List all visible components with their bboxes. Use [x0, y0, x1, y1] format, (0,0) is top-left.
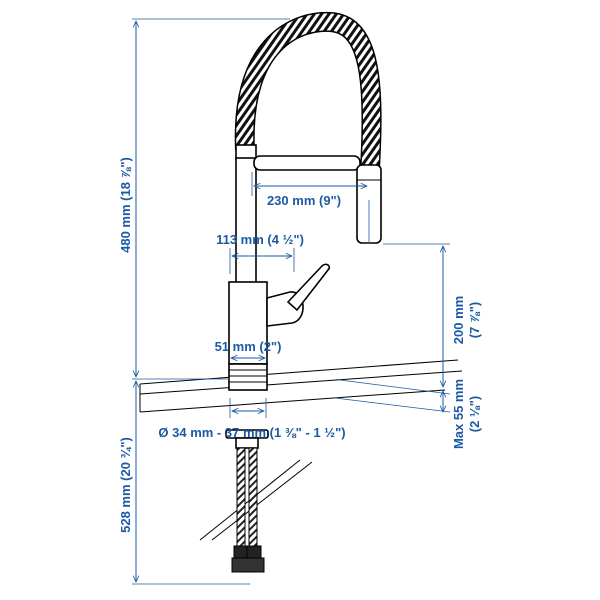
spout-arm [253, 155, 361, 171]
faucet-column [235, 157, 257, 285]
dimension-labels: 480 mm (18 ⅞") 230 mm (9") 113 mm (4 ½")… [118, 157, 482, 533]
spout-clearance-inch-label: (7 ⅞") [467, 302, 482, 339]
hole-diameter-label: Ø 34 mm - 37 mm (1 ⅜" - 1 ½") [158, 425, 345, 440]
hose-length-label: 528 mm (20 ¾") [118, 437, 133, 533]
counter-thickness-inch-label: (2 ⅛") [467, 396, 482, 433]
spout-reach-label: 230 mm (9") [267, 193, 341, 208]
mounting-hardware [225, 429, 269, 573]
faucet-base-body [228, 281, 268, 365]
dimension-lines [132, 18, 451, 585]
handle-lever-icon [286, 263, 331, 312]
handle-offset-label: 113 mm (4 ½") [216, 232, 304, 247]
total-height-label: 480 mm (18 ⅞") [118, 157, 133, 253]
counter-thickness-label: Max 55 mm [451, 379, 466, 449]
base-diameter-label: 51 mm (2") [215, 339, 282, 354]
countertop [139, 359, 463, 541]
spout-clearance-label: 200 mm [451, 296, 466, 344]
